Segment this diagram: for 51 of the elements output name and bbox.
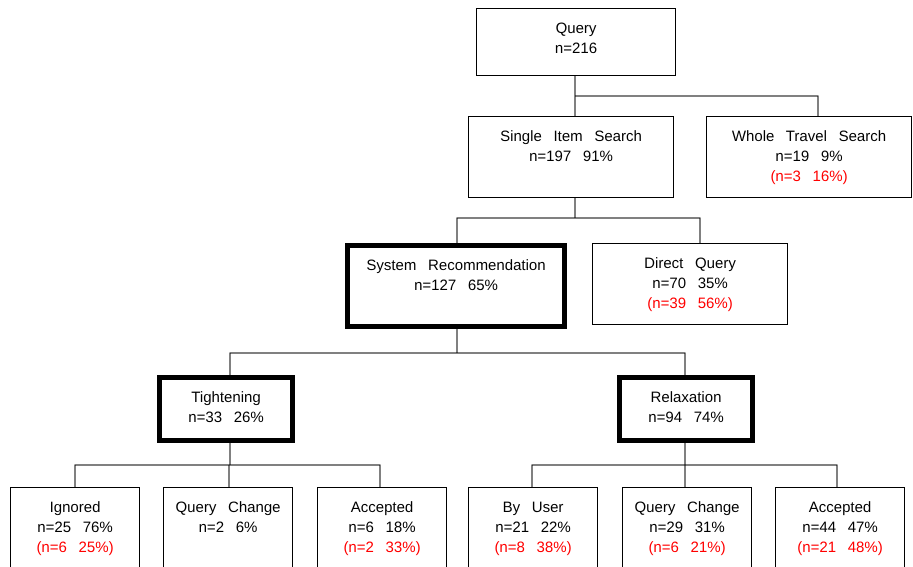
category-box [706,116,912,198]
category-name: Whole Travel Search [732,127,886,147]
category-box [468,487,598,567]
count-text: n=33 26% [188,408,264,428]
category-box [592,243,788,325]
count-text: n=6 18% [348,518,416,538]
category-box [157,375,295,443]
subcount-text: (n=6 25%) [36,538,114,558]
category-name: Accepted [350,498,414,518]
count-text: n=44 47% [802,518,878,538]
count-text: n=197 91% [529,147,613,167]
category-name: Query [556,19,596,39]
category-name: Relaxation [650,388,722,408]
count-text: n=19 9% [775,147,843,167]
subcount-text: (n=2 33%) [343,538,421,558]
count-text: n=2 6% [198,518,258,538]
count-text: n=94 74% [648,408,724,428]
count-text: n=21 22% [495,518,571,538]
connector-line [574,76,818,116]
category-name: System Recommendation [366,256,546,276]
count-text: n=70 35% [652,274,728,294]
category-box [476,8,676,76]
subcount-text: (n=39 56%) [647,294,733,314]
category-name: Single Item Search [500,127,642,147]
category-name: Query Change [634,498,740,518]
connector-line [574,198,700,244]
category-name: Direct Query [644,254,736,274]
subcount-text: (n=3 16%) [770,167,848,187]
category-box [10,487,140,567]
count-text: n=29 31% [649,518,725,538]
count-text: n=127 65% [414,276,498,296]
subcount-text: (n=21 48%) [797,538,883,558]
connector-line [684,442,838,488]
category-box [163,487,293,567]
subcount-text: (n=6 21%) [648,538,726,558]
category-box [468,116,674,198]
category-box [617,375,755,443]
subcount-text: (n=8 38%) [494,538,572,558]
category-name: Query Change [175,498,281,518]
count-text: n=25 76% [37,518,113,538]
category-box [775,487,905,567]
count-text: n=216 [554,39,598,59]
connector-line [456,328,686,376]
category-box [622,487,752,567]
category-box [345,243,567,329]
connector-line [230,442,380,488]
category-name: Accepted [808,498,872,518]
category-name: Ignored [50,498,100,518]
category-box [317,487,447,567]
category-name: By User [502,498,564,518]
category-name: Tightening [191,388,261,408]
